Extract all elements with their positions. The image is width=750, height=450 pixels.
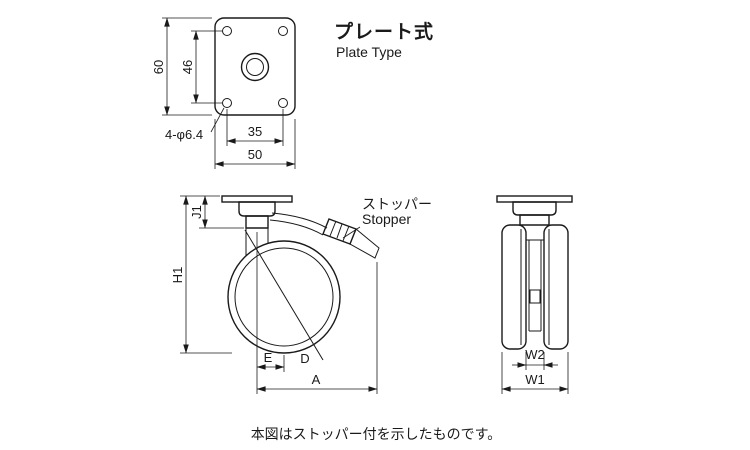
hole-callout-text: 4-φ6.4 (165, 127, 203, 142)
dim-plate-width-50: 50 (214, 119, 296, 169)
mounting-plate-edge (221, 195, 293, 203)
center-hole-outer (240, 52, 270, 82)
dim-hole-height-46: 46 (180, 30, 222, 104)
dim-text-35: 35 (248, 124, 262, 139)
axle-cap (529, 289, 541, 304)
dim-text-60: 60 (151, 60, 166, 74)
swivel-bearing (238, 201, 276, 217)
stopper-pedal-tip (349, 228, 380, 259)
dim-hole-width-35: 35 (226, 109, 284, 146)
stopper-leader-line (342, 226, 361, 239)
dim-text-w2: W2 (525, 347, 545, 362)
dim-text-d: D (300, 351, 309, 366)
dim-text-w1: W1 (525, 372, 545, 387)
caster-side-view: ストッパー Stopper J1 H1 E D A (170, 195, 432, 394)
title-english: Plate Type (336, 44, 402, 60)
hub-detail (526, 239, 544, 332)
footnote: 本図はストッパー付を示したものです。 (251, 426, 502, 442)
wheel-outer-circle (227, 240, 341, 354)
dim-w1: W1 (501, 352, 569, 394)
swivel-neck-front (519, 214, 550, 226)
plate-top-view: 60 46 35 50 4-φ6.4 (151, 17, 296, 169)
plate-outline (214, 17, 296, 116)
title-block: プレート式 Plate Type (334, 20, 434, 60)
swivel-bearing-front (512, 201, 557, 216)
mounting-hole-top-right (278, 26, 288, 36)
stopper-label-en: Stopper (362, 211, 411, 227)
wheel-diameter-line (244, 229, 324, 361)
dim-e: E (256, 350, 285, 370)
dim-text-a: A (312, 372, 321, 387)
caster-front-view: W2 W1 (496, 195, 573, 394)
dim-j1: J1 (180, 195, 244, 229)
mounting-hole-bottom-left (222, 98, 232, 108)
dim-text-h1: H1 (170, 267, 185, 284)
dim-text-e: E (264, 350, 273, 365)
dim-text-46: 46 (180, 60, 195, 74)
stopper-mechanism (269, 212, 380, 259)
wheel-left (501, 224, 527, 350)
hole-callout: 4-φ6.4 (165, 107, 225, 142)
wheel-right (543, 224, 569, 350)
dim-w2: W2 (512, 347, 558, 370)
mounting-hole-top-left (222, 26, 232, 36)
dim-h1: H1 (170, 195, 232, 354)
dim-plate-height-60: 60 (151, 17, 212, 116)
wheel-inner-circle (234, 247, 334, 347)
center-hole-inner (246, 58, 264, 76)
mounting-hole-bottom-right (278, 98, 288, 108)
stopper-callout: ストッパー Stopper (342, 196, 432, 239)
dim-text-50: 50 (248, 147, 262, 162)
mounting-plate-edge-front (496, 195, 573, 203)
stopper-label-jp: ストッパー (362, 196, 432, 212)
title-japanese: プレート式 (334, 20, 434, 43)
swivel-neck (245, 215, 269, 229)
dim-a: A (256, 262, 378, 394)
dim-text-j1: J1 (189, 205, 204, 219)
